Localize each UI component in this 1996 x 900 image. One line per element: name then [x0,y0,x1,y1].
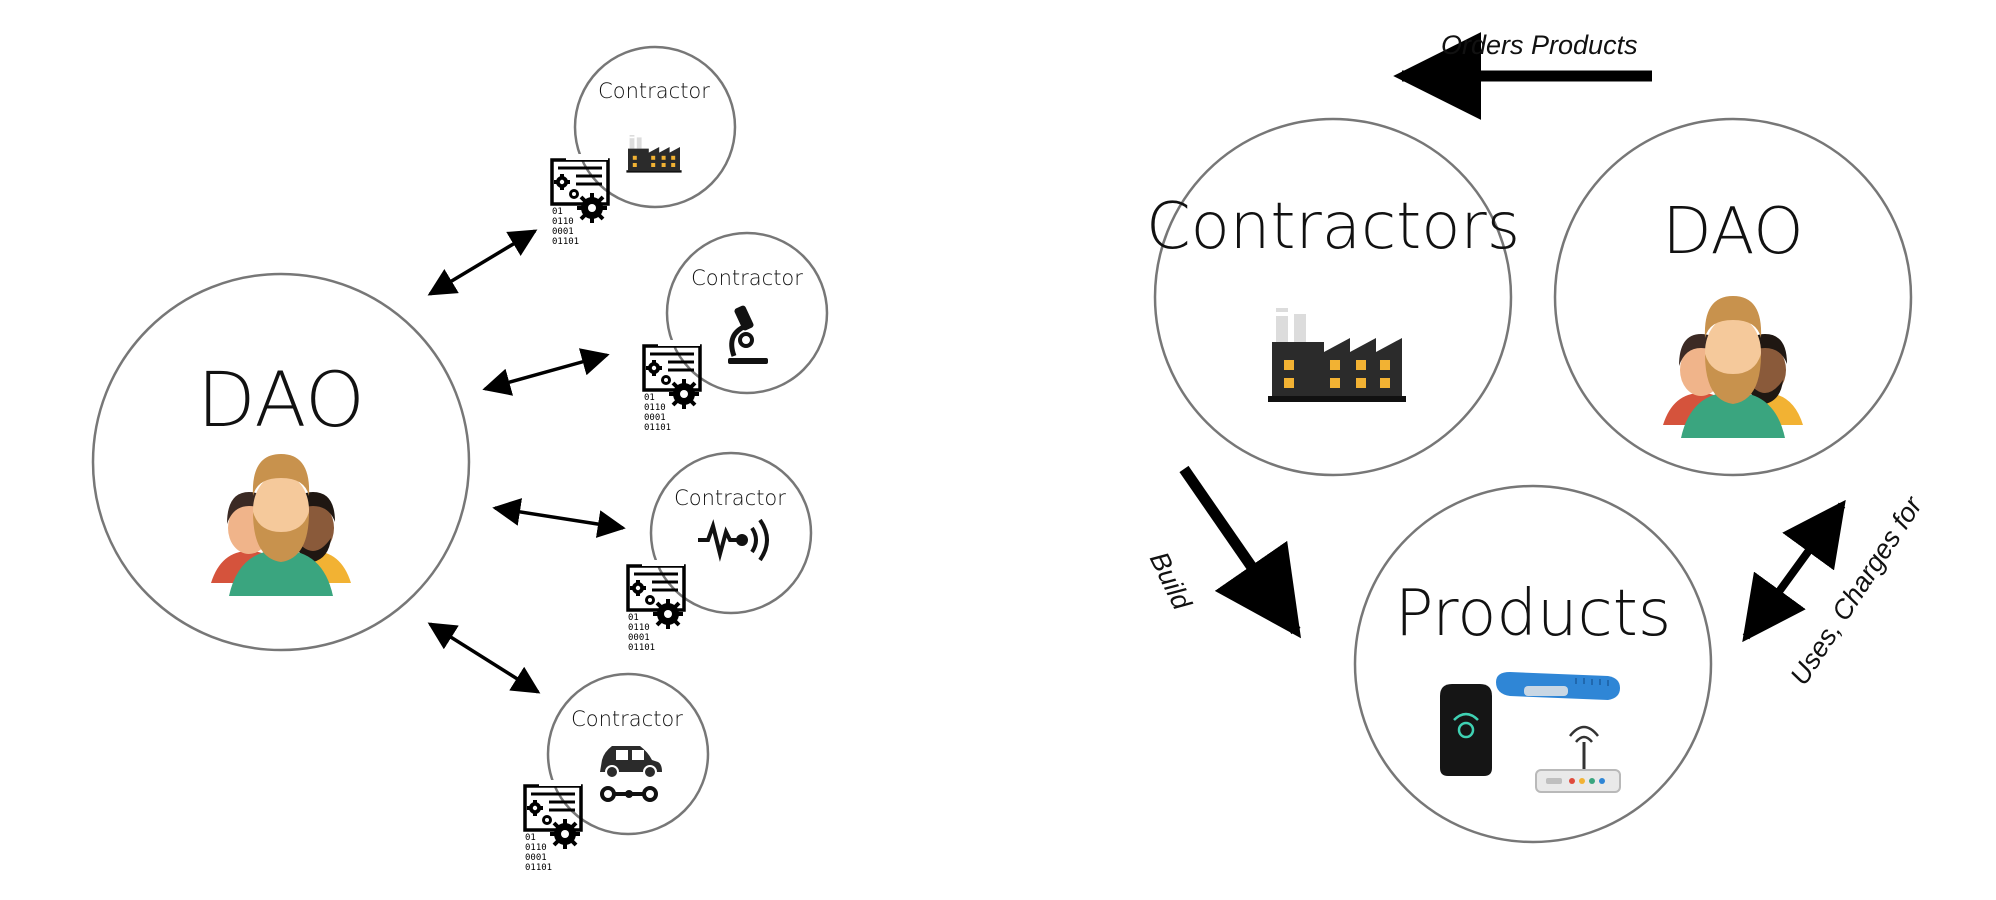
dao-contractor-arrow-2 [482,348,610,396]
contractors-label: Contractors [1145,190,1521,264]
contractor-label-2: Contractor [691,266,803,290]
contract-code-line: 01101 [525,863,552,873]
right-dao-people-icon [1663,296,1803,438]
contract-code-line: 0001 [525,853,547,863]
contractor-label-3: Contractor [674,486,786,510]
contract-code-line: 01101 [644,423,671,433]
contract-code-line: 01101 [552,237,579,247]
contract-code-line: 01 [552,207,563,217]
router-icon [1535,725,1621,793]
microscope-icon [728,305,768,364]
left-dao-circle [91,272,471,652]
contractors-factory-icon [1268,308,1406,402]
contractor-label-1: Contractor [598,79,710,103]
right-dao-label: DAO [1662,195,1804,269]
dao-contractor-arrow-1 [427,229,538,296]
contract-code-line: 0110 [628,623,650,633]
contract-code-line: 01 [628,613,639,623]
uses-charges-arrow [1742,499,1846,643]
contract-code-line: 0001 [644,413,666,423]
contract-code-line: 0110 [644,403,666,413]
factory-icon [626,135,682,173]
build-arrow [1179,465,1302,639]
contractor-circle-4 [546,672,710,836]
smart-speaker-icon [1440,684,1492,776]
dao-contractor-arrow-3 [492,498,626,538]
dao-contractor-arrow-4 [427,622,541,694]
contract-code-line: 0110 [525,843,547,853]
left-dao-label: DAO [197,355,365,444]
contract-code-line: 0001 [552,227,574,237]
contractor-label-4: Contractor [571,707,683,731]
products-label: Products [1394,577,1672,651]
contractor-circle-2 [665,231,829,395]
orders-products-label: Orders Products [1441,30,1638,60]
contract-code-line: 01 [644,393,655,403]
contractor-circle-3 [649,451,813,615]
products-circle [1353,484,1713,844]
contract-code-line: 01101 [628,643,655,653]
car-icon [600,746,662,802]
contract-code-line: 01 [525,833,536,843]
sensor-wave-icon [698,518,769,562]
contractor-circle-1 [573,45,737,209]
contractors-circle [1153,117,1513,477]
fitness-band-icon [1496,672,1620,700]
contract-code-line: 0001 [628,633,650,643]
contract-code-line: 0110 [552,217,574,227]
left-dao-people-icon [211,454,351,596]
right-dao-circle [1553,117,1913,477]
